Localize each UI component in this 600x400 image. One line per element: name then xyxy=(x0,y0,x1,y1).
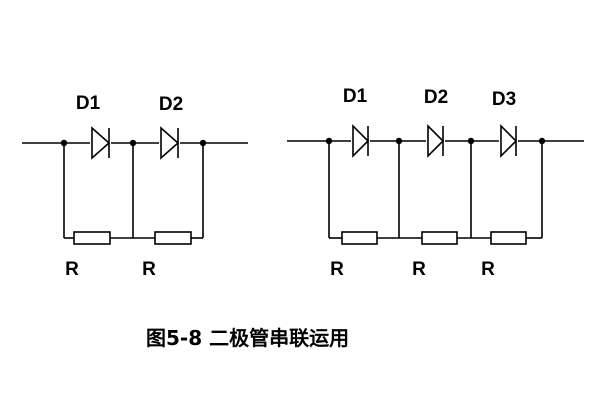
resistor-symbol xyxy=(154,231,192,245)
resistor-label: R xyxy=(330,259,344,280)
right-circuit: D1 D2 D3 R R R xyxy=(287,86,584,280)
diode-symbol xyxy=(352,124,370,158)
diode-symbol xyxy=(500,124,518,158)
left-circuit: D1 D2 R R xyxy=(22,93,248,280)
diode-label: D1 xyxy=(343,86,368,107)
diode-label: D1 xyxy=(76,93,101,114)
resistor-label: R xyxy=(412,259,426,280)
diode-symbol xyxy=(427,124,445,158)
diode-label: D2 xyxy=(424,87,448,108)
diode-label: D2 xyxy=(159,94,183,115)
resistor-label: R xyxy=(142,259,156,280)
diode-symbol xyxy=(91,126,111,160)
resistor-label: R xyxy=(481,259,495,280)
diode-label: D3 xyxy=(492,89,516,110)
resistor-label: R xyxy=(65,259,79,280)
resistor-symbol xyxy=(73,231,111,245)
resistor-symbol xyxy=(421,231,458,245)
diode-symbol xyxy=(160,126,180,160)
resistor-symbol xyxy=(341,231,378,245)
figure-caption: 图5-8 二极管串联运用 xyxy=(146,326,349,350)
resistor-symbol xyxy=(490,231,527,245)
